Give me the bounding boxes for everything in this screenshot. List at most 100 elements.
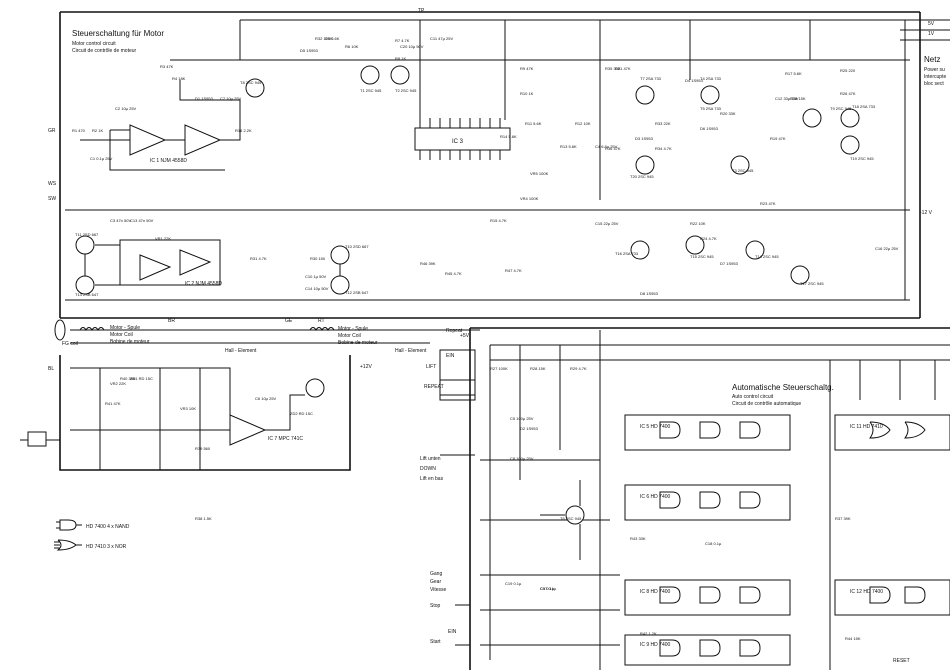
transistor-label: T10 2SD 667 xyxy=(345,244,369,249)
resistor-label: R5 5.6K xyxy=(325,36,340,41)
ic7-label: IC 7 MPC 741C xyxy=(268,436,303,442)
capacitor-label: C2 10µ 25V xyxy=(115,106,137,111)
resistor-label: R47 4.7K xyxy=(505,268,522,273)
transistor-label: T2 2SC 945 xyxy=(395,88,417,93)
resistor-label: R28 15K xyxy=(530,366,546,371)
gear-label: Gear xyxy=(430,579,441,585)
resistor-label: R41 47K xyxy=(105,401,121,406)
resistor-label: R32 120K xyxy=(315,36,333,41)
conn-sw: SW xyxy=(48,196,56,202)
resistor-label: R17 5.6K xyxy=(785,71,802,76)
conn-gr: GR xyxy=(48,128,56,134)
transistor-label: T11 2SD 667 xyxy=(75,232,99,237)
power-section-title: Netz xyxy=(924,55,940,64)
motor-section-subtitle-fr: Circuit de contrôle de moteur xyxy=(72,48,137,54)
transistor-label: T7 2SA 733 xyxy=(640,76,662,81)
resistor-label: R31 4.7K xyxy=(250,256,267,261)
diode-label: D6 1S953 xyxy=(700,126,719,131)
rail-minus12: -12 V xyxy=(920,210,933,216)
component-labels: T1 2SC 945 T2 2SC 945 T3 2SC 945 T4 2SA 733… xyxy=(72,36,899,641)
capacitor-label: C16 22µ 25V xyxy=(875,246,899,251)
resistor-label: R43 33K xyxy=(630,536,646,541)
conn-bl: BL xyxy=(48,366,54,372)
rail-plus12: +12V xyxy=(360,364,372,370)
legend-nand: HD 7400 4 x NAND xyxy=(86,524,130,530)
capacitor-label: C4 6.8µ 25V xyxy=(595,144,618,149)
transistors-top xyxy=(245,65,860,175)
transistor-label: T20 2SC 945 xyxy=(630,174,654,179)
lift-label: LIFT xyxy=(426,364,436,370)
ic7-group: IC 7 MPC 741C xyxy=(20,367,325,470)
resistor-label: R40 39K xyxy=(120,376,136,381)
resistor-label: R29 4.7K xyxy=(570,366,587,371)
capacitor-label: C9 0.1µ xyxy=(540,586,555,591)
lift-unten-label: Lift unten xyxy=(420,456,441,462)
resistor-label: R3 47K xyxy=(160,64,174,69)
trimmer-label: VR5 100K xyxy=(530,171,549,176)
capacitor-label: C3 47n 50V xyxy=(110,218,131,223)
down-label: DOWN xyxy=(420,466,436,472)
conn-rt: RT xyxy=(318,318,325,324)
auto-ics xyxy=(624,414,950,666)
transistor-label: T8 2SC 945 xyxy=(240,80,262,85)
transistor-label: T19 2SC 945 xyxy=(850,156,874,161)
resistor-label: R4 18K xyxy=(172,76,186,81)
resistor-label: R7 4.7K xyxy=(395,38,410,43)
transistor-label: T18 2SA 733 xyxy=(852,104,876,109)
resistor-label: R21 47K xyxy=(615,66,631,71)
auto-section-subtitle-en: Auto control circuit xyxy=(732,394,774,400)
top-bus xyxy=(65,19,910,301)
resistor-label: R13 5.6K xyxy=(560,144,577,149)
resistor-label: R8 1K xyxy=(395,56,406,61)
transistor-label: T12 2SB 647 xyxy=(345,290,369,295)
resistor-label: R42 1.2K xyxy=(640,631,657,636)
capacitor-label: C13 47n 50V xyxy=(130,218,154,223)
transistor-label: T15 2SC 945 xyxy=(690,254,714,259)
stop-label: Stop xyxy=(430,603,441,609)
auto-wiring xyxy=(480,344,950,670)
trimmer-label: VR3 10K xyxy=(180,406,196,411)
resistor-label: R39 560 xyxy=(195,446,211,451)
diode-label: ZD1 RD 15C xyxy=(130,376,153,381)
gate-legend: HD 7400 4 x NAND HD 7410 3 x NOR xyxy=(54,519,130,551)
transistor-label: T4 2SA 733 xyxy=(700,76,722,81)
diode-label: D8 1S953 xyxy=(640,291,659,296)
transistor-label: T3 2SC 945 xyxy=(732,168,754,173)
resistor-label: R36 47K xyxy=(605,146,621,151)
resistor-label: R35 33K xyxy=(605,66,621,71)
diode-label: D5 1S953 xyxy=(300,48,319,53)
trimmer-label: VR2 22K xyxy=(110,381,126,386)
conn-tp: TP xyxy=(418,8,425,14)
resistor-label: R14 5.6K xyxy=(500,134,517,139)
motor-coil-2-label-fr: Bobine de moteur xyxy=(338,340,378,346)
capacitor-label: C10 1µ 50V xyxy=(305,274,327,279)
power-section-line2: Intercupte xyxy=(924,74,946,80)
resistor-label: R11 5.6K xyxy=(525,121,542,126)
ic3-group: IC 3 xyxy=(414,118,511,160)
lift-en-bas-label: Lift en bas xyxy=(420,476,444,482)
hall-element-1: Hall - Element xyxy=(225,348,257,354)
diode-label: D2 1S953 xyxy=(520,426,539,431)
capacitor-label: C17 0.1µ xyxy=(540,586,557,591)
ic6-label: IC 6 HD 7400 xyxy=(640,494,671,500)
power-section-line3: bloc sect xyxy=(924,81,944,87)
motor-section-title: Steuerschaltung für Motor xyxy=(72,29,164,38)
resistor-label: R2 1K xyxy=(92,128,103,133)
gang-label: Gang xyxy=(430,571,442,577)
resistor-label: R18 15K xyxy=(790,96,806,101)
capacitor-label: C8 100µ 25V xyxy=(510,456,534,461)
resistor-label: R46 39K xyxy=(420,261,436,266)
resistor-label: R37 39K xyxy=(835,516,851,521)
trimmer-label: VR4 100K xyxy=(520,196,539,201)
auto-section-subtitle-fr: Circuit de contrôle automatique xyxy=(732,401,801,407)
control-switches xyxy=(439,349,476,646)
ic1-label: IC 1 NJM 4558D xyxy=(150,158,187,164)
resistor-label: R25 220 xyxy=(840,68,856,73)
resistor-label: R6 10K xyxy=(345,44,359,49)
transistor-label: T1 2SC 945 xyxy=(360,88,382,93)
resistor-label: R23 47K xyxy=(760,201,776,206)
motor-coil-label-fr: Bobine de moteur xyxy=(110,339,150,345)
capacitor-label: C11 47µ 25V xyxy=(430,36,453,41)
ein-label-1: EIN xyxy=(446,353,455,359)
resistor-label: R38 1.5K xyxy=(195,516,212,521)
